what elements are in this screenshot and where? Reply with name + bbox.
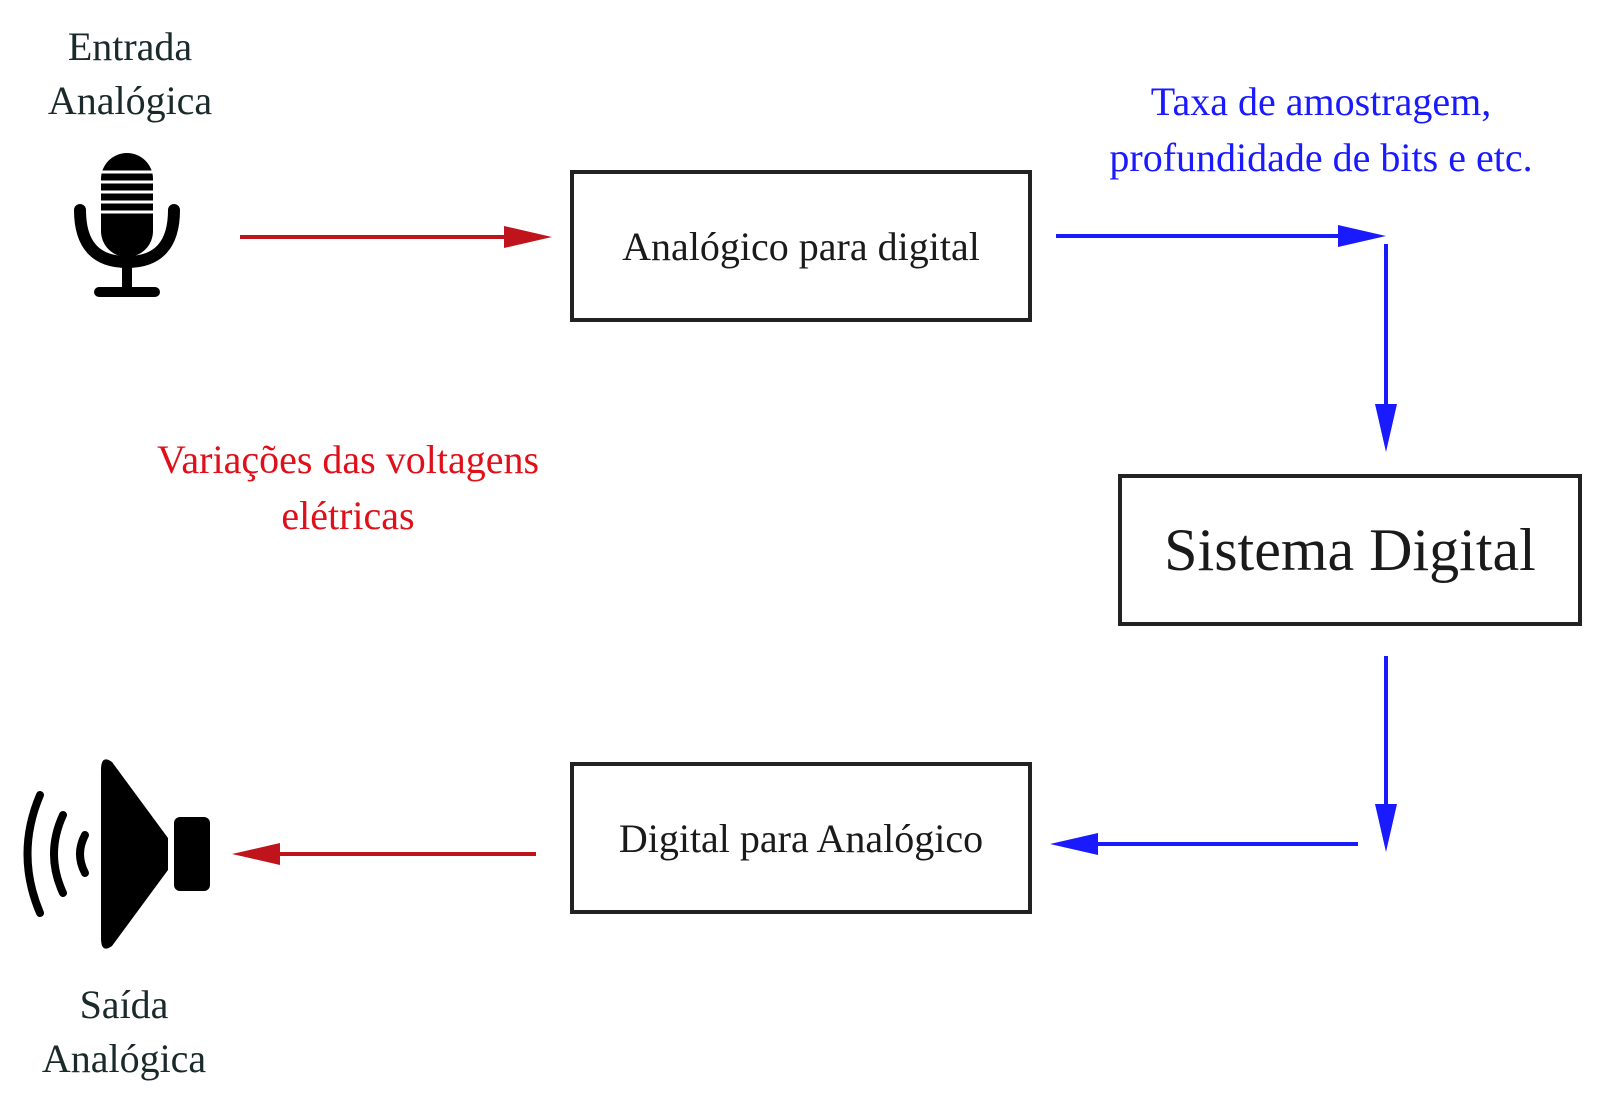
microphone-icon — [74, 153, 180, 297]
sampling-note-line-1: Taxa de amostragem, — [1150, 79, 1492, 124]
adc-box: Analógico para digital — [570, 170, 1032, 322]
speaker-icon — [23, 759, 210, 949]
input-label-line-2: Analógica — [47, 78, 213, 123]
input-label: Entrada Analógica — [20, 20, 240, 128]
system-box: Sistema Digital — [1118, 474, 1582, 626]
sampling-note: Taxa de amostragem, profundidade de bits… — [1046, 74, 1596, 186]
sampling-note-line-2: profundidade de bits e etc. — [1109, 135, 1533, 180]
voltage-note-line-1: Variações das voltagens — [156, 437, 540, 482]
input-label-line-1: Entrada — [67, 24, 193, 69]
system-box-label: Sistema Digital — [1164, 516, 1536, 583]
adc-box-label: Analógico para digital — [622, 223, 980, 269]
dac-box-label: Digital para Analógico — [618, 815, 984, 861]
output-label-line-1: Saída — [79, 982, 169, 1027]
dac-box: Digital para Analógico — [570, 762, 1032, 914]
output-label: Saída Analógica — [14, 978, 234, 1086]
voltage-note: Variações das voltagens elétricas — [100, 432, 596, 544]
output-label-line-2: Analógica — [41, 1036, 207, 1081]
voltage-note-line-2: elétricas — [281, 493, 415, 538]
